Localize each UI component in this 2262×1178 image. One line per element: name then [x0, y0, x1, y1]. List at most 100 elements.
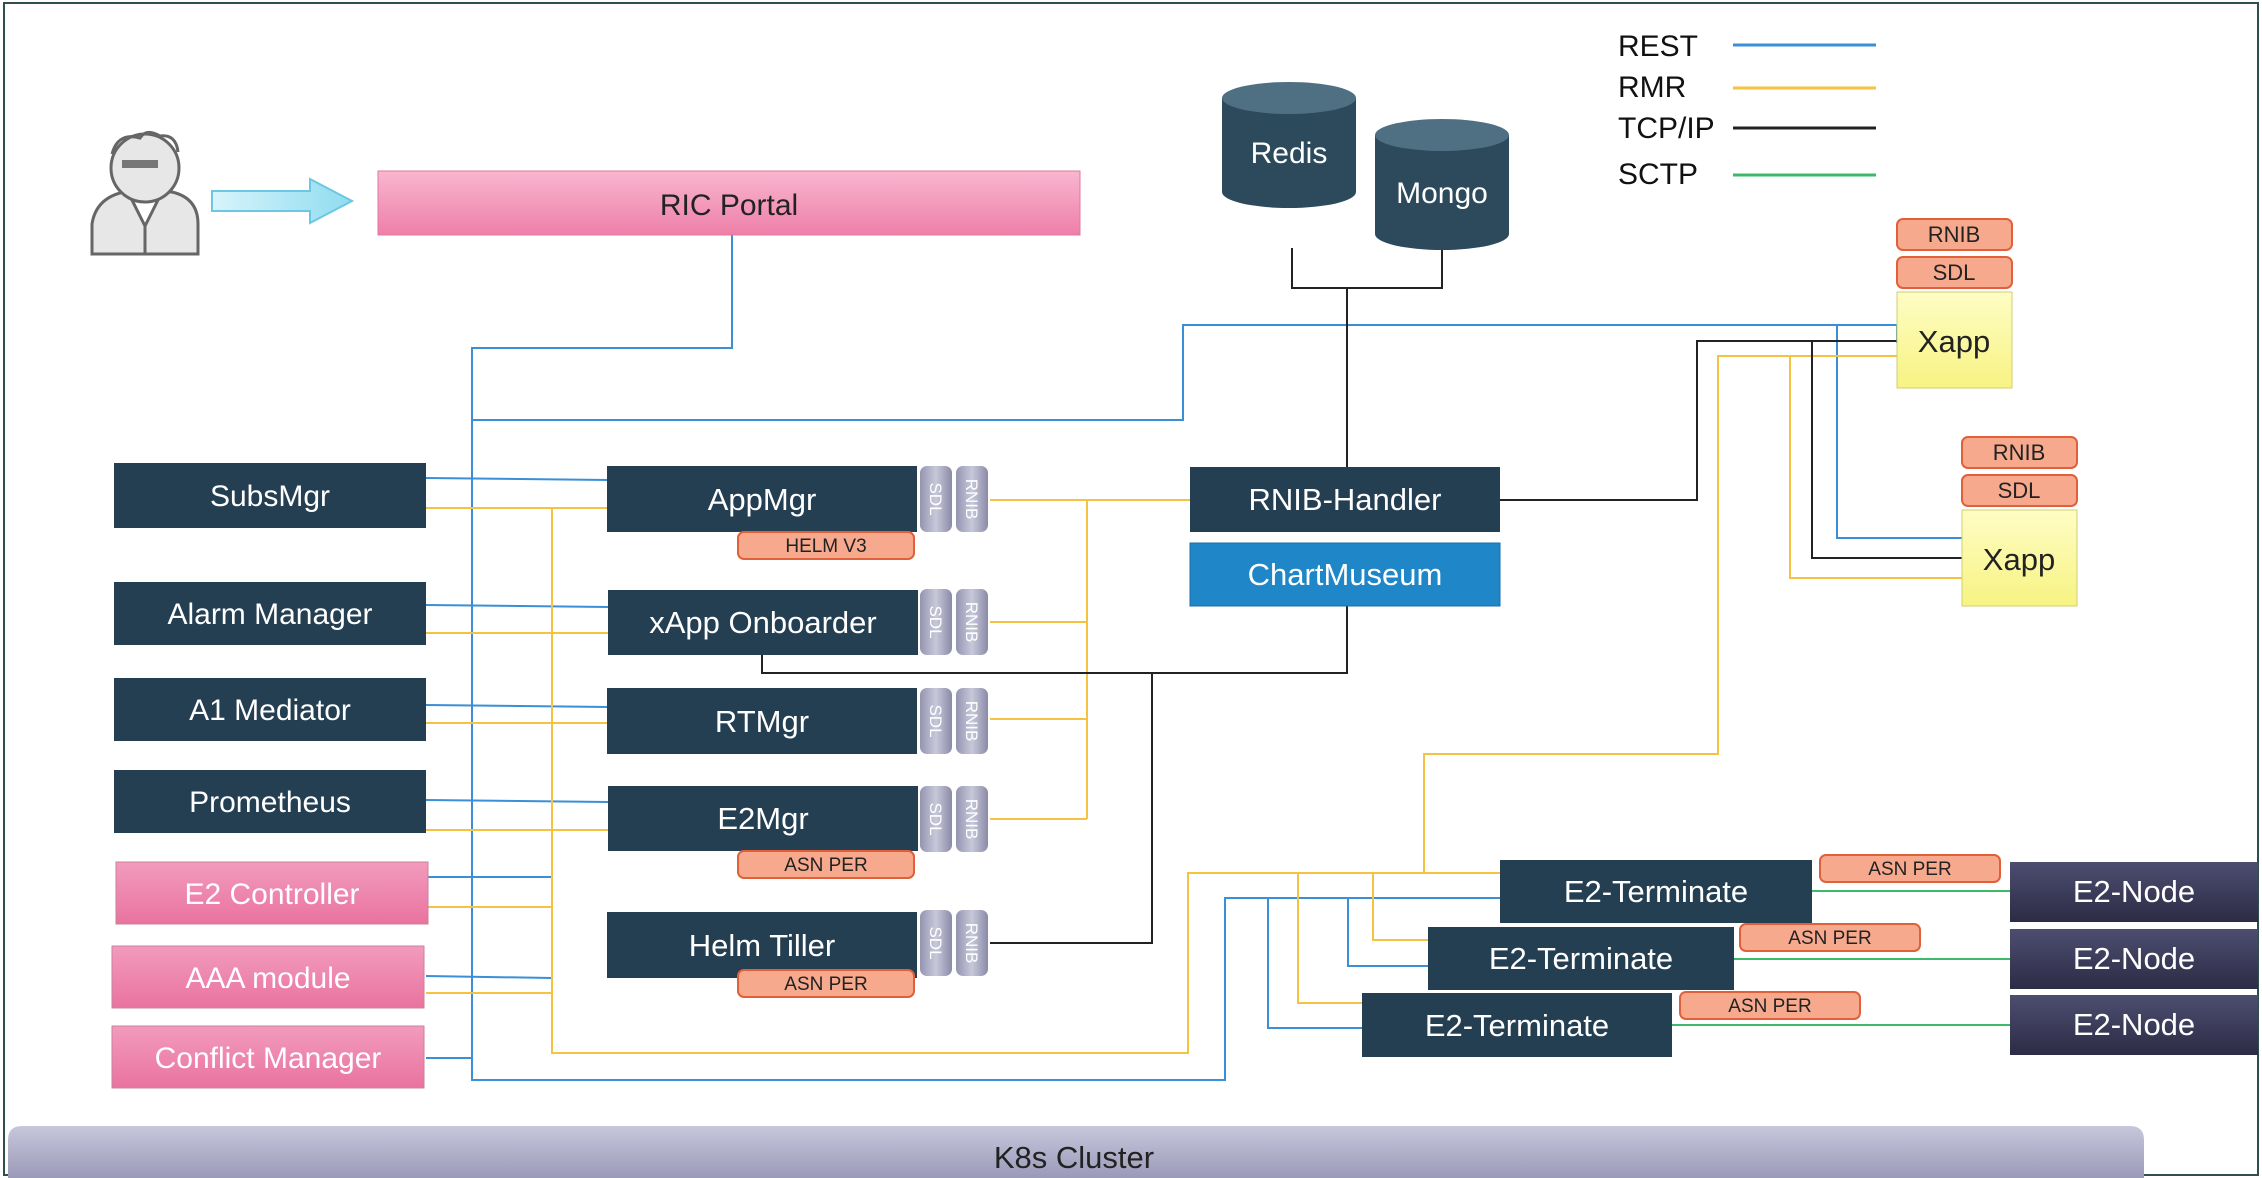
e2t-1-asn-per-badge: ASN PER	[1819, 854, 2001, 883]
xapp-1-label: Xapp	[1918, 324, 1990, 359]
e2-terminate-2-label: E2-Terminate	[1489, 941, 1673, 976]
e2mgr-rnib-tag: RNIB	[956, 786, 988, 852]
e2-node-3[interactable]: E2-Node	[2010, 995, 2258, 1055]
k8s-cluster-bar: K8s Cluster	[8, 1126, 2144, 1178]
e2-controller-label: E2 Controller	[184, 878, 359, 911]
a1-mediator-label: A1 Mediator	[189, 694, 351, 727]
e2mgr-asn-per-text: ASN PER	[784, 855, 867, 876]
prometheus-label: Prometheus	[189, 786, 351, 819]
a1-mediator-box[interactable]: A1 Mediator	[114, 678, 426, 741]
xapp-1[interactable]: RNIB SDL Xapp	[1896, 218, 2013, 389]
chartmuseum-label: ChartMuseum	[1248, 557, 1443, 592]
e2-terminate-2[interactable]: E2-Terminate	[1428, 927, 1734, 990]
user-icon	[90, 131, 200, 256]
xapp-2-sdl-text: SDL	[1998, 478, 2041, 503]
e2mgr-label: E2Mgr	[717, 801, 808, 836]
rnib-handler-label: RNIB-Handler	[1249, 482, 1442, 517]
appmgr-sdl-tag: SDL	[920, 466, 952, 532]
appmgr-rnib-tag: RNIB	[956, 466, 988, 532]
e2-terminate-1[interactable]: E2-Terminate	[1500, 860, 1812, 923]
e2mgr-rnib-text: RNIB	[962, 799, 981, 840]
rtmgr-box[interactable]: RTMgr	[607, 688, 917, 754]
conflict-manager-label: Conflict Manager	[155, 1042, 382, 1075]
prometheus-box[interactable]: Prometheus	[114, 770, 426, 833]
onboarder-rnib-tag: RNIB	[956, 589, 988, 655]
e2mgr-asn-per-badge: ASN PER	[737, 850, 915, 879]
k8s-cluster-label: K8s Cluster	[994, 1140, 1154, 1175]
alarm-manager-box[interactable]: Alarm Manager	[114, 582, 426, 645]
e2mgr-box[interactable]: E2Mgr	[608, 786, 918, 851]
e2-node-3-label: E2-Node	[2073, 1007, 2195, 1042]
alarm-manager-label: Alarm Manager	[167, 598, 372, 631]
legend-label-tcpip: TCP/IP	[1618, 112, 1715, 145]
legend-label-sctp: SCTP	[1618, 158, 1698, 191]
legend: REST RMR TCP/IP SCTP	[1618, 30, 1876, 191]
mongo-database: Mongo	[1375, 119, 1509, 250]
rtmgr-rnib-text: RNIB	[962, 701, 981, 742]
helm-v3-badge: HELM V3	[737, 531, 915, 560]
ric-portal[interactable]: RIC Portal	[377, 170, 1081, 236]
subsmgr-label: SubsMgr	[210, 480, 330, 513]
platform-badges: HELM V3 ASN PER ASN PER	[737, 531, 915, 998]
e2-controller-box[interactable]: E2 Controller	[115, 861, 429, 925]
e2t-2-asn-per-badge: ASN PER	[1739, 923, 1921, 952]
rtmgr-sdl-text: SDL	[926, 704, 945, 737]
e2-nodes: E2-Node E2-Node E2-Node	[2010, 862, 2258, 1055]
tcpip-lines	[761, 248, 1962, 944]
e2t-3-asn-per-badge: ASN PER	[1679, 991, 1861, 1020]
redis-label: Redis	[1251, 137, 1328, 170]
xapp-2[interactable]: RNIB SDL Xapp	[1961, 436, 2078, 607]
left-components: SubsMgr Alarm Manager A1 Mediator Promet…	[111, 463, 429, 1089]
e2-terminates: E2-Terminate E2-Terminate E2-Terminate	[1362, 860, 1812, 1057]
rnib-handler-box[interactable]: RNIB-Handler	[1190, 467, 1500, 532]
helm-tiller-asn-per-text: ASN PER	[784, 974, 867, 995]
xapp-2-sdl-badge	[1961, 474, 2078, 507]
helm-v3-text: HELM V3	[785, 536, 866, 557]
helm-tiller-rnib-text: RNIB	[962, 923, 981, 964]
xapp-2-label: Xapp	[1983, 542, 2055, 577]
helm-tiller-sdl-tag: SDL	[920, 910, 952, 976]
e2-node-1-label: E2-Node	[2073, 874, 2195, 909]
xapp-onboarder-box[interactable]: xApp Onboarder	[608, 590, 918, 655]
xapp-1-sdl-badge	[1896, 256, 2013, 289]
e2-terminate-1-label: E2-Terminate	[1564, 874, 1748, 909]
chartmuseum-box[interactable]: ChartMuseum	[1189, 542, 1501, 607]
xapp-1-rnib-badge	[1896, 218, 2013, 251]
sctp-lines	[1672, 890, 2010, 1026]
helm-tiller-rnib-tag: RNIB	[956, 910, 988, 976]
xapp-2-rnib-badge	[1961, 436, 2078, 469]
connectors	[425, 233, 2010, 1081]
appmgr-label: AppMgr	[708, 482, 817, 517]
rtmgr-sdl-tag: SDL	[920, 688, 952, 754]
e2t-3-asn-per-text: ASN PER	[1728, 996, 1811, 1017]
ric-portal-label: RIC Portal	[660, 189, 798, 222]
right-arrow-icon	[211, 177, 355, 225]
xapp-1-rnib-text: RNIB	[1928, 222, 1981, 247]
platform-components: AppMgr xApp Onboarder RTMgr E2Mgr Helm T…	[607, 466, 918, 978]
appmgr-sdl-text: SDL	[926, 482, 945, 515]
xapp-1-sdl-text: SDL	[1933, 260, 1976, 285]
e2-node-1[interactable]: E2-Node	[2010, 862, 2258, 922]
rtmgr-rnib-tag: RNIB	[956, 688, 988, 754]
subsmgr-box[interactable]: SubsMgr	[114, 463, 426, 528]
aaa-module-label: AAA module	[185, 962, 350, 995]
aaa-module-box[interactable]: AAA module	[111, 945, 425, 1009]
onboarder-sdl-tag: SDL	[920, 589, 952, 655]
appmgr-box[interactable]: AppMgr	[607, 466, 917, 532]
e2mgr-sdl-text: SDL	[926, 802, 945, 835]
conflict-manager-box[interactable]: Conflict Manager	[111, 1025, 425, 1089]
e2t-1-asn-per-text: ASN PER	[1868, 859, 1951, 880]
legend-label-rest: REST	[1618, 30, 1698, 63]
helm-tiller-asn-per-badge: ASN PER	[737, 969, 915, 998]
e2-node-2[interactable]: E2-Node	[2010, 929, 2258, 989]
onboarder-rnib-text: RNIB	[962, 602, 981, 643]
appmgr-rnib-text: RNIB	[962, 479, 981, 520]
e2-terminate-3-label: E2-Terminate	[1425, 1008, 1609, 1043]
e2t-badges: ASN PER ASN PER ASN PER	[1679, 854, 2001, 1020]
xapp-2-rnib-text: RNIB	[1993, 440, 2046, 465]
e2t-2-asn-per-text: ASN PER	[1788, 928, 1871, 949]
xapp-onboarder-label: xApp Onboarder	[649, 605, 876, 640]
helm-tiller-box[interactable]: Helm Tiller	[607, 912, 917, 978]
e2-node-2-label: E2-Node	[2073, 941, 2195, 976]
e2-terminate-3[interactable]: E2-Terminate	[1362, 993, 1672, 1057]
